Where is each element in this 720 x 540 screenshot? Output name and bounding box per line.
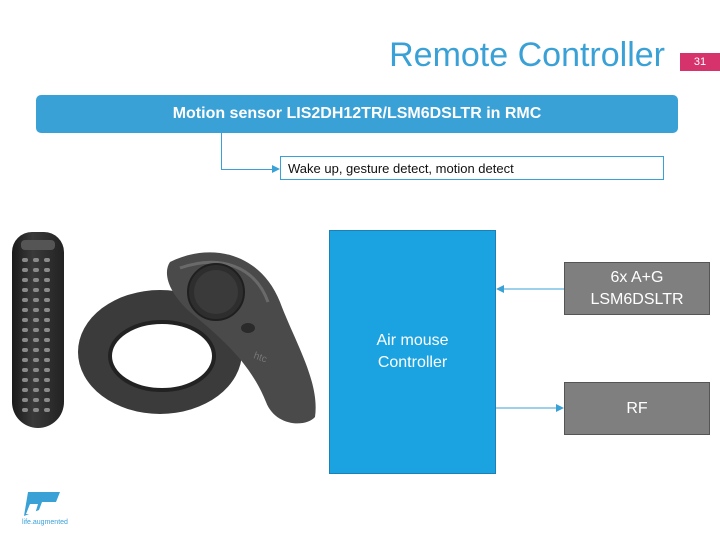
- st-logo-icon: [24, 492, 60, 516]
- remote-button: [22, 338, 28, 342]
- remote-button: [33, 398, 39, 402]
- remote-button: [44, 328, 50, 332]
- arrow-left-icon: [496, 285, 504, 293]
- controller-button: [241, 323, 255, 333]
- remote-button: [33, 408, 39, 412]
- remote-button: [22, 258, 28, 262]
- remote-button: [44, 268, 50, 272]
- diagram-arrows: [496, 285, 564, 412]
- remote-button: [22, 378, 28, 382]
- remote-button: [44, 308, 50, 312]
- remote-button: [44, 288, 50, 292]
- remote-button: [33, 268, 39, 272]
- remote-button: [22, 398, 28, 402]
- svg-text:htc: htc: [252, 350, 268, 365]
- remote-button: [33, 388, 39, 392]
- remote-button: [44, 298, 50, 302]
- remote-button: [44, 388, 50, 392]
- remote-button: [22, 318, 28, 322]
- connector-arrow-icon: [272, 165, 280, 173]
- remote-button: [22, 358, 28, 362]
- controller-label-line2: Controller: [377, 354, 448, 371]
- rf-label: RF: [626, 399, 648, 417]
- sensor-label-line1: 6x A+G: [610, 268, 664, 286]
- remote-button: [33, 278, 39, 282]
- remote-button: [22, 278, 28, 282]
- remote-button: [44, 318, 50, 322]
- sensor-banner: Motion sensor LIS2DH12TR/LSM6DSLTR in RM…: [36, 95, 678, 133]
- controller-label-line1: Air mouse: [376, 332, 449, 349]
- remote-button: [44, 338, 50, 342]
- remote-button: [44, 258, 50, 262]
- controller-ring-inner: [110, 322, 214, 390]
- arrow-right-icon: [556, 404, 564, 412]
- remote-button: [33, 318, 39, 322]
- remote-button: [22, 408, 28, 412]
- remote-button: [22, 308, 28, 312]
- remote-button: [22, 298, 28, 302]
- remote-button: [33, 308, 39, 312]
- remote-top-panel: [21, 240, 55, 250]
- remote-button: [33, 258, 39, 262]
- rf-block: RF: [564, 382, 710, 435]
- remote-button: [22, 328, 28, 332]
- air-mouse-controller-block: Air mouse Controller: [329, 230, 496, 474]
- remote-button: [22, 388, 28, 392]
- connector-vertical: [221, 133, 222, 170]
- vr-controller-image: htc: [70, 232, 328, 428]
- remote-button: [33, 378, 39, 382]
- remote-button: [22, 368, 28, 372]
- sensor-block: 6x A+G LSM6DSLTR: [564, 262, 710, 315]
- remote-button: [33, 368, 39, 372]
- remote-button: [33, 288, 39, 292]
- remote-button: [44, 278, 50, 282]
- connector-horizontal: [221, 169, 273, 170]
- slide-title: Remote Controller: [389, 36, 665, 74]
- sensor-label-line2: LSM6DSLTR: [590, 290, 684, 308]
- remote-button: [44, 348, 50, 352]
- remote-button: [33, 298, 39, 302]
- remote-button: [33, 358, 39, 362]
- remote-button: [22, 288, 28, 292]
- remote-button: [33, 348, 39, 352]
- remote-button: [22, 268, 28, 272]
- remote-button: [44, 398, 50, 402]
- remote-button: [44, 358, 50, 362]
- remote-button: [22, 348, 28, 352]
- remote-button: [44, 378, 50, 382]
- logo-tagline: life.augmented: [22, 519, 68, 526]
- remote-button: [44, 368, 50, 372]
- page-number-badge: 31: [680, 53, 720, 71]
- remote-button: [44, 408, 50, 412]
- feature-box: Wake up, gesture detect, motion detect: [280, 156, 664, 180]
- remote-button: [33, 328, 39, 332]
- remote-button: [33, 338, 39, 342]
